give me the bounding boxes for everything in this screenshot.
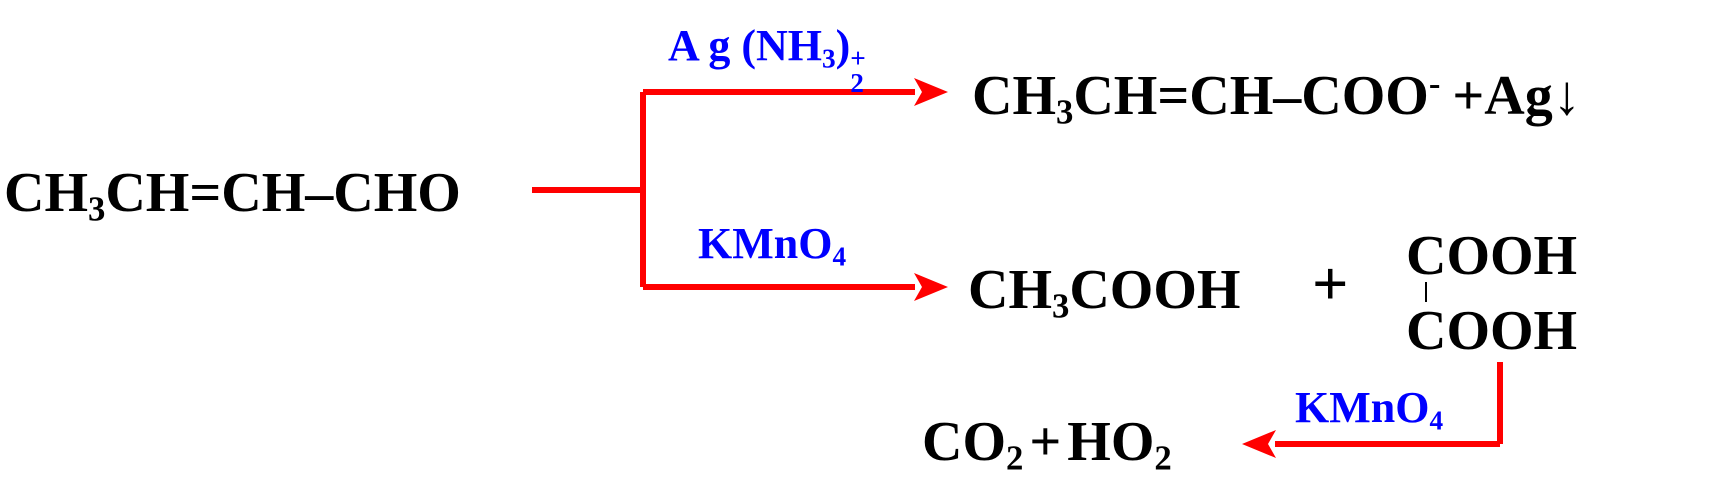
oxalic-acid-bond-line [1425, 282, 1427, 302]
tollens-superscript: + [850, 43, 866, 73]
product-bottom-formula: CO2+HO2 [922, 411, 1172, 476]
product-top-part-2: CH=CH–COO [1073, 65, 1429, 127]
oxalic-acid-top-group: COOH [1406, 225, 1578, 287]
acetic-subscript-1: 3 [1052, 286, 1070, 326]
oxalic-acid-bottom-group: COOH [1406, 300, 1578, 362]
kmno4-upper-part-1: KMnO [698, 219, 833, 268]
acetic-acid-formula: CH3COOH [968, 259, 1241, 324]
product-bottom-part-1: CO [922, 411, 1006, 473]
product-bottom-plus: + [1029, 411, 1062, 473]
tollens-reagent-label: A g (NH3)+2 [668, 21, 874, 97]
acetic-part-2: COOH [1069, 259, 1241, 321]
kmno4-lower-part-1: KMnO [1295, 383, 1430, 432]
product-top-superscript: - [1428, 63, 1441, 103]
product-top-formula: CH3CH=CH–COO-+Ag↓ [972, 65, 1581, 130]
acetic-part-1: CH [968, 259, 1052, 321]
kmno4-upper-subscript: 4 [832, 241, 847, 272]
tollens-subscript-1: 3 [822, 43, 836, 74]
product-top-part-3: +Ag↓ [1452, 65, 1581, 127]
product-bottom-subscript-2: 2 [1154, 438, 1172, 478]
bottom-branch-arrow-head [914, 273, 948, 301]
product-top-part-1: CH [972, 65, 1056, 127]
product-top-subscript-1: 3 [1056, 92, 1074, 132]
kmno4-lower-subscript: 4 [1429, 405, 1444, 436]
tollens-subscript-2: 2 [850, 67, 864, 98]
oxalic-left-arrow-head [1242, 430, 1276, 458]
middle-plus-sign: + [1312, 248, 1349, 319]
tollens-part-2: ) [835, 21, 851, 70]
reactant-part-1: CH [4, 162, 88, 224]
tollens-part-1: A g (NH [668, 21, 822, 70]
kmno4-upper-label: KMnO4 [698, 219, 846, 271]
top-branch-arrow-head [914, 78, 948, 106]
product-bottom-subscript-1: 2 [1006, 438, 1024, 478]
reactant-subscript-1: 3 [88, 189, 106, 229]
product-bottom-part-2: HO [1067, 411, 1155, 473]
reactant-formula: CH3CH=CH–CHO [4, 162, 461, 227]
kmno4-lower-label: KMnO4 [1295, 383, 1443, 435]
reactant-part-2: CH=CH–CHO [105, 162, 461, 224]
